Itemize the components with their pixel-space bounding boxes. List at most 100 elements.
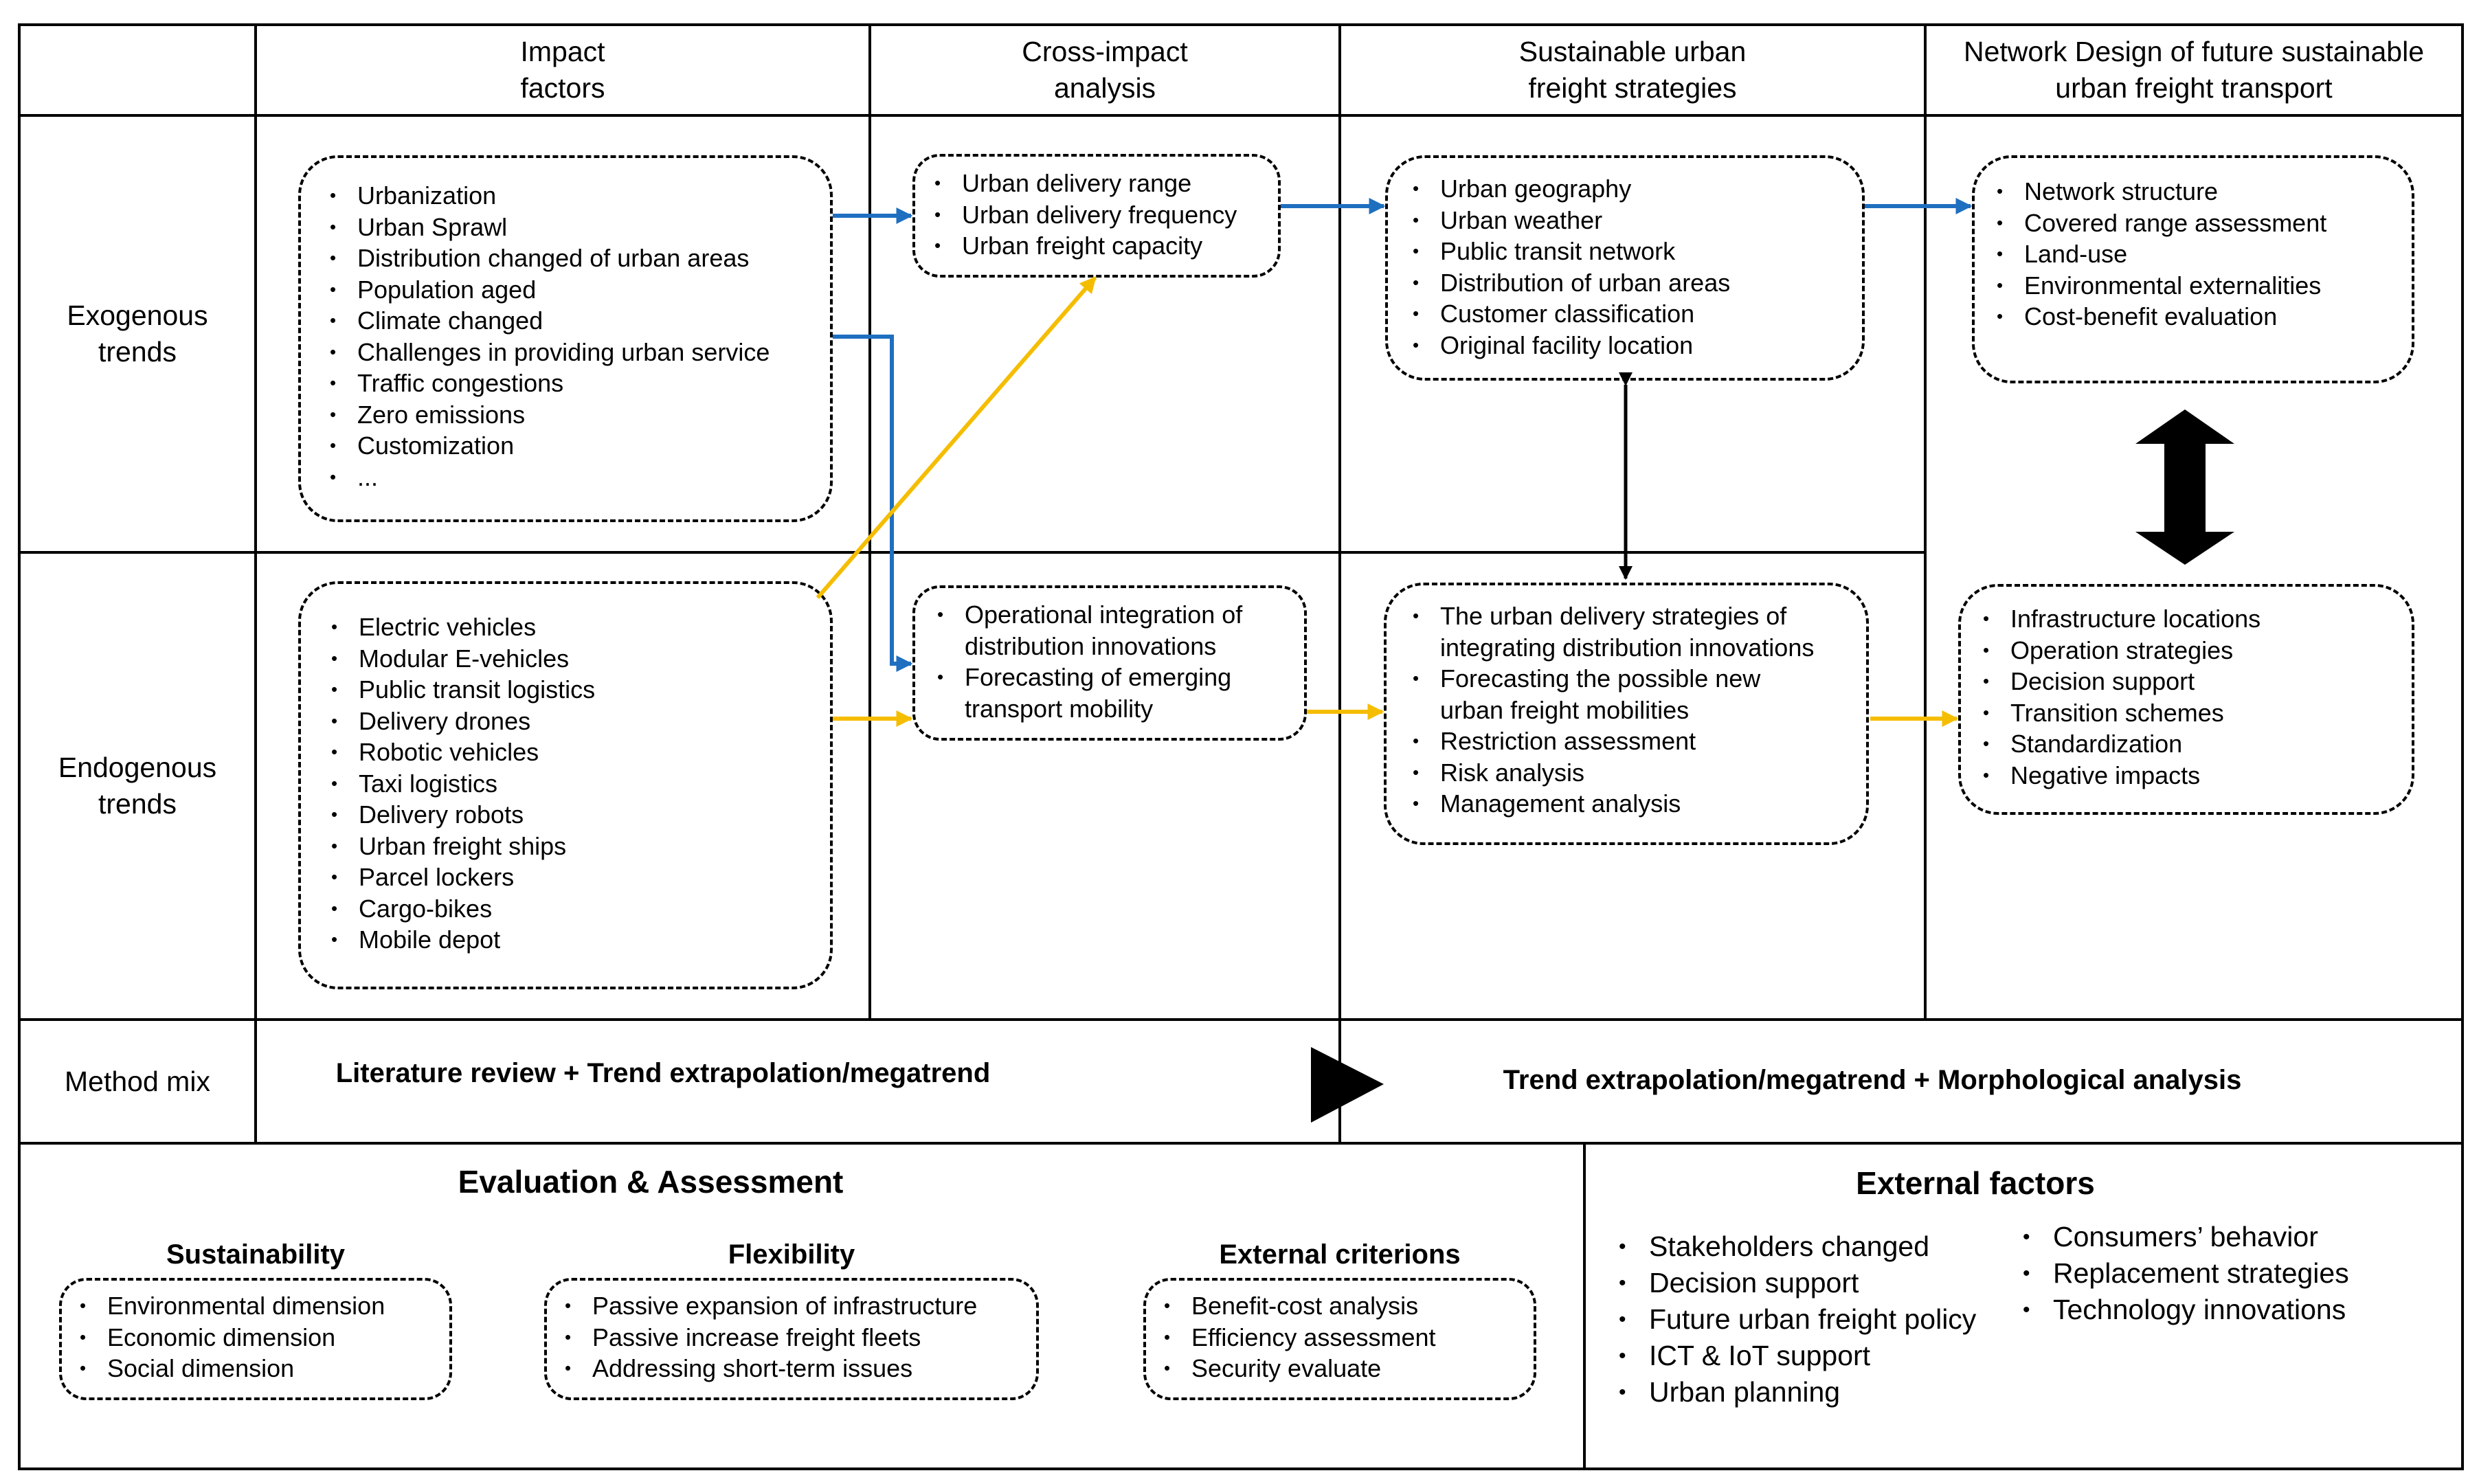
list-item: Zero emissions [330, 399, 770, 431]
external-factors-title-text: External factors [1856, 1165, 2095, 1201]
list-item: Delivery robots [331, 799, 595, 831]
list-item: Distribution of urban areas [1413, 267, 1730, 299]
list-item: Traffic congestions [330, 368, 770, 399]
list-item: Stakeholders changed [1619, 1228, 1976, 1265]
list-item: Public transit network [1413, 236, 1730, 267]
list-item: Urban Sprawl [330, 212, 770, 243]
row-label-method-mix-text: Method mix [65, 1065, 210, 1097]
list-item-line: Forecasting the possible new [1440, 664, 1761, 693]
external-factors-list-col1: Stakeholders changedDecision supportFutu… [1619, 1228, 1976, 1410]
list-item: Economic dimension [80, 1322, 385, 1353]
list-item: Climate changed [330, 305, 770, 337]
list-item: Parcel lockers [331, 862, 595, 893]
list-item: Standardization [1983, 728, 2261, 760]
list-item: Challenges in providing urban service [330, 337, 770, 368]
list-item: Future urban freight policy [1619, 1301, 1976, 1338]
list-item: Infrastructure locations [1983, 603, 2261, 635]
list-item: Original facility location [1413, 330, 1730, 361]
endogenous-network-box [1958, 584, 2414, 815]
evaluation-title: Evaluation & Assessment [19, 1161, 1584, 1202]
list-item: Management analysis [1413, 788, 1814, 820]
list-item: Customer classification [1413, 298, 1730, 330]
list-item-line: Risk analysis [1440, 758, 1585, 787]
list-item: Social dimension [80, 1353, 385, 1384]
header-impact-factors-line2: factors [520, 72, 605, 104]
header-cross-impact-line2: analysis [1053, 72, 1156, 104]
external-criterions-title: External criterions [1143, 1237, 1536, 1272]
exogenous-network-list: Network structureCovered range assessmen… [1997, 176, 2326, 333]
list-item: Delivery drones [331, 706, 595, 737]
list-item: Decision support [1983, 666, 2261, 697]
list-item: Population aged [330, 274, 770, 306]
list-item: Risk analysis [1413, 757, 1814, 789]
row-label-exogenous-line1: Exogenous [67, 300, 208, 331]
exogenous-impact-factors-list: UrbanizationUrban SprawlDistribution cha… [330, 180, 770, 493]
list-item: Addressing short-term issues [565, 1353, 977, 1384]
list-item: Distribution changed of urban areas [330, 243, 770, 274]
list-item: Negative impacts [1983, 760, 2261, 791]
row-label-exogenous: Exogenous trends [19, 115, 256, 552]
list-item: Network structure [1997, 176, 2326, 207]
list-item-line: integrating distribution innovations [1440, 633, 1815, 662]
endogenous-network-list: Infrastructure locationsOperation strate… [1983, 603, 2261, 791]
flexibility-box [544, 1278, 1039, 1400]
list-item-line: Operational integration of [965, 600, 1243, 629]
list-item: Public transit logistics [331, 674, 595, 706]
endogenous-strategies-box [1384, 583, 1869, 845]
row-label-exogenous-line2: trends [98, 336, 177, 368]
row-label-endogenous: Endogenous trends [19, 552, 256, 1020]
exogenous-impact-factors-box [298, 155, 833, 522]
external-factors-list-col2: Consumers’ behaviorReplacement strategie… [2023, 1219, 2349, 1328]
list-item: Robotic vehicles [331, 737, 595, 768]
list-item: Restriction assessment [1413, 726, 1814, 757]
list-item: Mobile depot [331, 924, 595, 956]
external-factors-title: External factors [1584, 1162, 2463, 1204]
row-label-endogenous-line1: Endogenous [58, 752, 217, 783]
list-item-line: Restriction assessment [1440, 727, 1696, 755]
list-item: The urban delivery strategies of integrat… [1413, 600, 1814, 663]
list-item: Urban freight capacity [934, 230, 1237, 262]
list-item-line: distribution innovations [965, 631, 1217, 660]
endogenous-impact-factors-box [298, 581, 833, 989]
list-item-line: The urban delivery strategies of [1440, 602, 1787, 630]
list-item: Urban delivery range [934, 168, 1237, 199]
endogenous-strategies-list: The urban delivery strategies of integrat… [1413, 600, 1814, 820]
sustainability-list: Environmental dimensionEconomic dimensio… [80, 1290, 385, 1384]
big-double-arrow [2135, 409, 2234, 565]
list-item: Consumers’ behavior [2023, 1219, 2349, 1255]
list-item: Electric vehicles [331, 611, 595, 643]
arrow-blue-exo-to-endo-cross [833, 335, 913, 672]
list-item: Modular E-vehicles [331, 643, 595, 675]
list-item: Cost-benefit evaluation [1997, 301, 2326, 333]
list-item: Urban geography [1413, 173, 1730, 205]
list-item: Transition schemes [1983, 697, 2261, 729]
header-cross-impact-line1: Cross-impact [1022, 36, 1188, 67]
list-item: Covered range assessment [1997, 207, 2326, 239]
list-item: Security evaluate [1164, 1353, 1435, 1384]
header-network-design: Network Design of future sustainable urb… [1925, 27, 2463, 113]
list-item-line: urban freight mobilities [1440, 695, 1690, 724]
list-item: Urban weather [1413, 205, 1730, 236]
header-impact-factors-line1: Impact [520, 36, 605, 67]
method-mix-right-text: Trend extrapolation/megatrend + Morpholo… [1503, 1064, 2242, 1095]
list-item: Passive increase freight fleets [565, 1322, 977, 1353]
exogenous-network-box [1972, 155, 2414, 383]
header-impact-factors: Impact factors [256, 27, 870, 113]
list-item: Customization [330, 430, 770, 462]
arrow-yellow-endo-to-exo-cross [816, 276, 1097, 599]
list-item: Environmental dimension [80, 1290, 385, 1322]
list-item: Benefit-cost analysis [1164, 1290, 1435, 1322]
list-item: Urban freight ships [331, 831, 595, 862]
list-item: Urbanization [330, 180, 770, 212]
list-item: Taxi logistics [331, 768, 595, 800]
list-item-line: Forecasting of emerging [965, 663, 1232, 691]
external-criterions-box [1143, 1278, 1536, 1400]
exogenous-cross-impact-box [912, 154, 1281, 278]
endogenous-cross-impact-box [912, 585, 1307, 741]
list-item: Operation strategies [1983, 635, 2261, 666]
exogenous-cross-impact-list: Urban delivery rangeUrban delivery frequ… [934, 168, 1237, 262]
exogenous-strategies-list: Urban geographyUrban weatherPublic trans… [1413, 173, 1730, 361]
